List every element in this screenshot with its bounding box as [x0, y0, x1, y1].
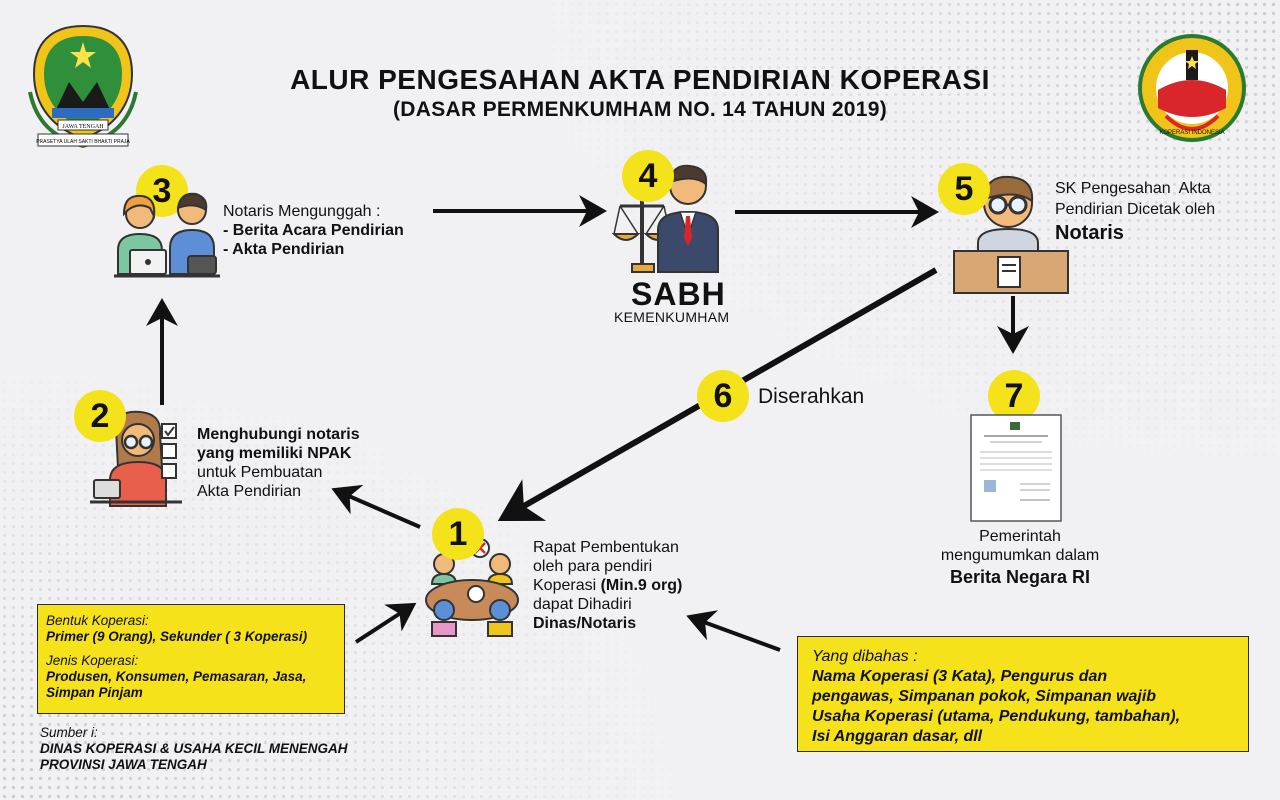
jawa-tengah-logo: JAWA TENGAH PRASETYA ULAH SAKTI BHAKTI P… [28, 24, 138, 149]
right-box-line4: Isi Anggaran dasar, dll [812, 728, 983, 745]
left-box-body2a: Produsen, Konsumen, Pemasaran, Jasa, [46, 669, 307, 684]
step-3-bold1: - Berita Acara Pendirian [223, 222, 404, 239]
discussion-topics-box: Yang dibahas : Nama Koperasi (3 Kata), P… [797, 636, 1249, 752]
step-1-line3a: Koperasi [533, 577, 601, 594]
arrow-leftbox-to-1 [354, 602, 417, 644]
arrow-rightbox-to-1 [686, 610, 781, 652]
step-4-number: 4 [622, 150, 674, 202]
step-2-bold1: Menghubungi notaris [197, 426, 360, 443]
step-5-line1: SK Pengesahan Akta [1055, 180, 1211, 197]
step-2-line4: Akta Pendirian [197, 483, 302, 500]
step-2-bold2: yang memiliki NPAK [197, 445, 352, 462]
step-6-label: Diserahkan [758, 385, 865, 408]
lawyer-with-scales-icon [612, 164, 719, 273]
left-box-body2b: Simpan Pinjam [46, 685, 143, 700]
step-5-line2: Pendirian Dicetak oleh [1055, 201, 1216, 218]
document-icon [970, 414, 1062, 522]
sabh-label: SABH [631, 276, 726, 312]
meeting-table-icon [425, 538, 519, 637]
cooperative-types-box: Bentuk Koperasi: Primer (9 Orang), Sekun… [37, 604, 345, 714]
source-line2: PROVINSI JAWA TENGAH [40, 757, 207, 772]
left-box-body1: Primer (9 Orang), Sekunder ( 3 Koperasi) [46, 629, 308, 644]
step-7-bold: Berita Negara RI [949, 567, 1091, 587]
step-7-text: Pemerintah mengumumkan dalam Berita Nega… [912, 527, 1128, 589]
svg-text:KOPERASI INDONESIA: KOPERASI INDONESIA [1159, 130, 1224, 136]
right-box-line1: Nama Koperasi (3 Kata), Pengurus dan [812, 668, 1108, 685]
step-1-line3: Koperasi (Min.9 org) [533, 576, 682, 595]
left-box-heading2: Jenis Koperasi: [46, 653, 139, 668]
source-label: Sumber i: [40, 725, 98, 740]
source-line1: DINAS KOPERASI & USAHA KECIL MENENGAH [40, 741, 348, 756]
right-box-line3: Usaha Koperasi (utama, Pendukung, tambah… [812, 708, 1181, 725]
step-1-line2: oleh para pendiri [533, 558, 653, 575]
step-3-bold2: - Akta Pendirian [223, 241, 345, 258]
source-note: Sumber i: DINAS KOPERASI & USAHA KECIL M… [40, 725, 348, 773]
page-subtitle: (DASAR PERMENKUMHAM NO. 14 TAHUN 2019) [392, 98, 888, 121]
step-7-number: 7 [988, 370, 1040, 422]
woman-at-laptop-icon [90, 410, 182, 507]
svg-text:PRASETYA ULAH SAKTI BHAKTI PRA: PRASETYA ULAH SAKTI BHAKTI PRAJA [36, 139, 130, 145]
step-5-number: 5 [938, 163, 990, 215]
page-title: ALUR PENGESAHAN AKTA PENDIRIAN KOPERASI [290, 64, 990, 95]
step-1-line4: dapat Dihadiri [533, 596, 632, 613]
step-1-line5: Dinas/Notaris [533, 615, 637, 632]
step-7-line2: mengumumkan dalam [940, 547, 1100, 564]
right-box-line2: pengawas, Simpanan pokok, Simpanan wajib [812, 688, 1157, 705]
step-1-line1: Rapat Pembentukan [533, 539, 679, 556]
koperasi-indonesia-logo: KOPERASI INDONESIA [1138, 34, 1246, 142]
step-7-line1: Pemerintah [979, 528, 1061, 545]
left-box-heading1: Bentuk Koperasi: [46, 613, 149, 628]
svg-text:JAWA TENGAH: JAWA TENGAH [62, 124, 104, 130]
step-2-number: 2 [74, 390, 126, 442]
step-5-text: SK Pengesahan Akta Pendirian Dicetak ole… [1055, 178, 1215, 246]
step-5-bold: Notaris [1055, 222, 1124, 244]
step-6-number: 6 [697, 370, 749, 422]
notary-at-desk-icon [953, 175, 1069, 294]
step-1-text: Rapat Pembentukan oleh para pendiri Kope… [533, 538, 682, 633]
step-2-text: Menghubungi notaris yang memiliki NPAK u… [197, 425, 360, 501]
step-3-text: Notaris Mengunggah : - Berita Acara Pend… [223, 202, 404, 259]
step-2-line3: untuk Pembuatan [197, 464, 323, 481]
step-3-line1: Notaris Mengunggah : [223, 203, 381, 220]
kemenkumham-label: KEMENKUMHAM [614, 309, 730, 325]
right-box-heading: Yang dibahas : [812, 648, 918, 665]
step-1-number: 1 [432, 508, 484, 560]
arrow-1-to-2 [331, 484, 421, 529]
step-1-line3b: (Min.9 org) [600, 577, 683, 594]
people-at-computer-icon [114, 192, 220, 278]
